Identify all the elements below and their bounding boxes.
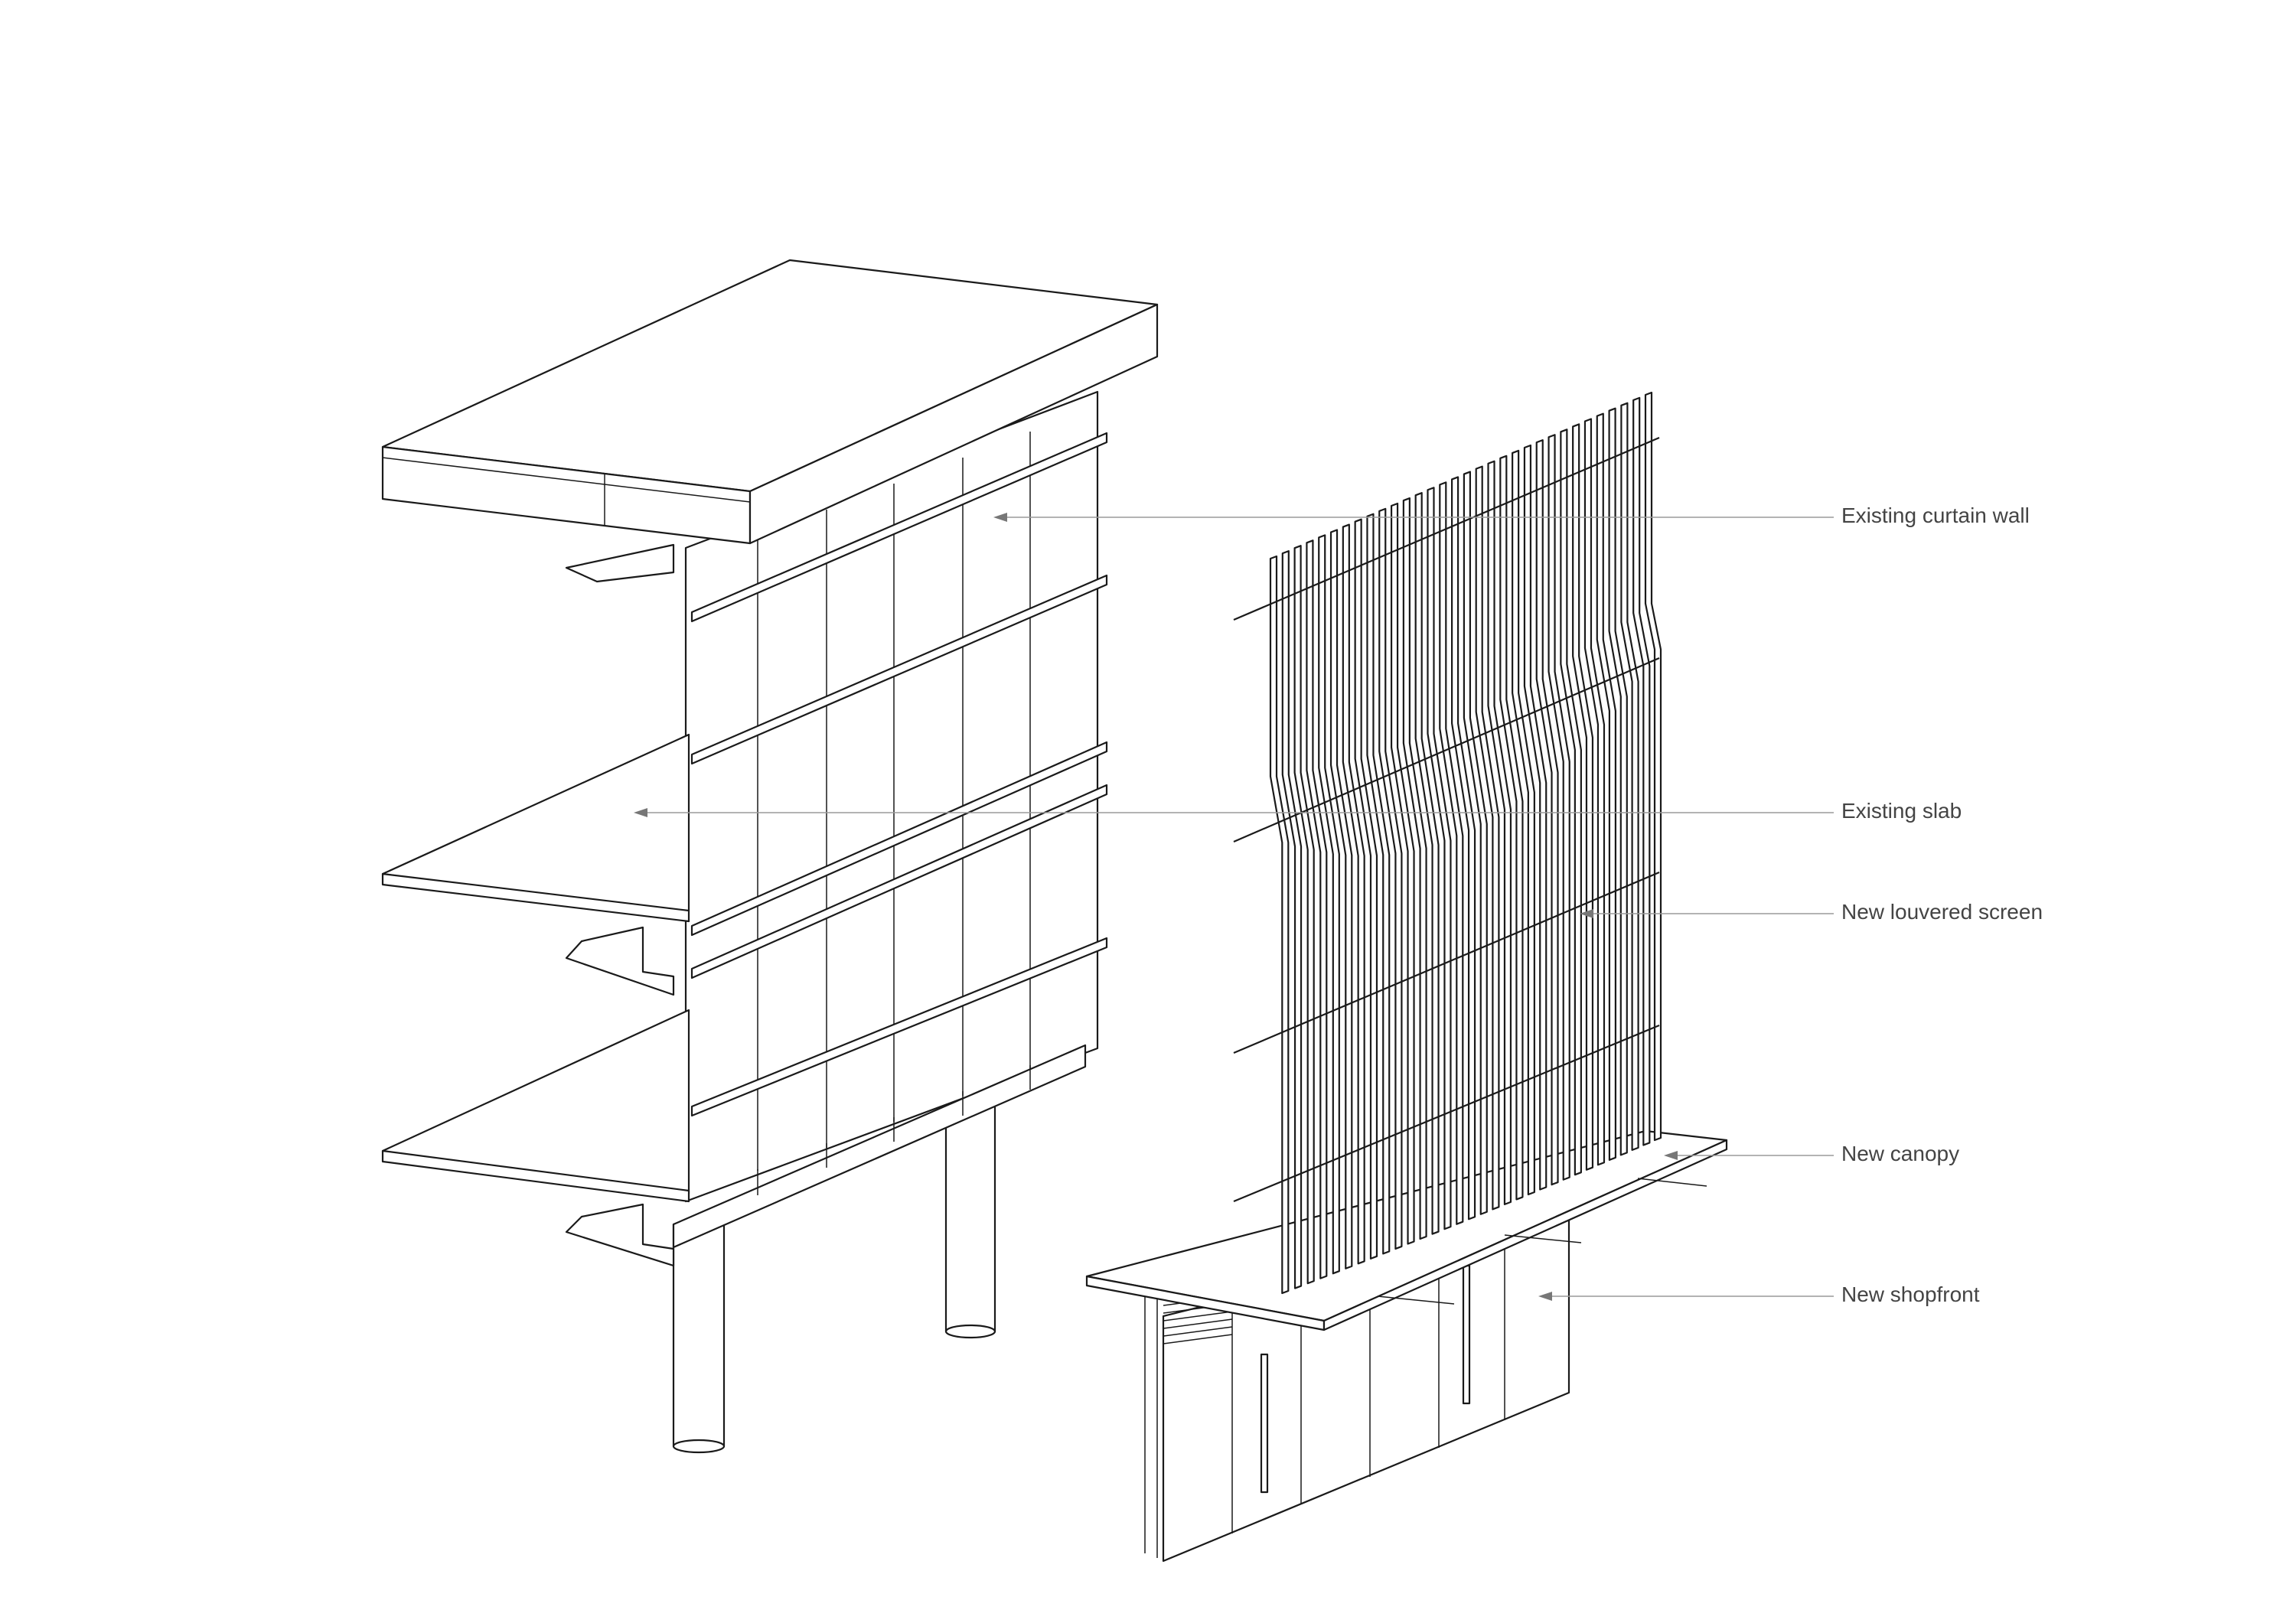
louver-fin (1427, 487, 1452, 1230)
louver-fin (1523, 444, 1548, 1191)
louver-fin (1366, 513, 1391, 1255)
label-existing-curtain-wall: Existing curtain wall (1841, 504, 2030, 527)
louver-fin (1390, 502, 1415, 1245)
existing-building (381, 259, 1159, 1454)
label-new-louvered-screen: New louvered screen (1841, 900, 2043, 924)
existing-floor-slab-upper (381, 733, 690, 996)
louver-fin (1354, 518, 1378, 1260)
louver-fin (1560, 429, 1582, 1176)
louver-fin (1535, 439, 1559, 1186)
louver-fin (1450, 476, 1476, 1221)
support-column-front (672, 1223, 726, 1454)
louver-fin (1306, 539, 1328, 1279)
bottom-ledge (672, 1044, 1087, 1249)
screen-rail-1 (1233, 436, 1660, 621)
new-louvered-screen (1233, 391, 1662, 1295)
screen-rail-2 (1233, 657, 1660, 843)
louver-fin (1475, 465, 1500, 1211)
curtain-wall-mullions (690, 432, 1108, 1117)
roof-slab (381, 259, 1159, 545)
existing-floor-slab-lower (381, 1009, 690, 1267)
label-new-canopy: New canopy (1841, 1142, 1960, 1165)
leader-curtain-wall (993, 513, 1834, 522)
louver-fin (1644, 391, 1662, 1142)
label-new-shopfront: New shopfront (1841, 1282, 1980, 1306)
louver-fin (1329, 529, 1353, 1269)
louver-fin (1620, 402, 1639, 1152)
leader-canopy (1664, 1151, 1834, 1160)
louver-fin (1269, 555, 1290, 1295)
louver-fin (1281, 549, 1303, 1289)
roof-beam (565, 543, 675, 583)
louver-fin (1548, 434, 1570, 1181)
louver-fin (1463, 471, 1488, 1215)
louver-fin (1378, 507, 1403, 1250)
leader-shopfront (1538, 1292, 1834, 1301)
support-column-back (944, 1100, 996, 1339)
louver-fin (1632, 396, 1651, 1146)
screen-rail-3 (1233, 871, 1660, 1054)
leader-slab (634, 808, 1834, 817)
louver-fin (1512, 449, 1535, 1196)
louver-fin (1596, 412, 1617, 1161)
louver-fin (1293, 545, 1315, 1285)
screen-rail-4 (1233, 1024, 1660, 1203)
louver-fin (1572, 423, 1594, 1171)
louver-fin (1608, 407, 1628, 1156)
louver-fin (1499, 455, 1524, 1201)
louver-fin (1439, 481, 1464, 1225)
louver-fin (1583, 418, 1606, 1166)
annotation-leaders (634, 513, 1834, 1301)
label-existing-slab: Existing slab (1841, 799, 1962, 823)
louver-fin (1402, 497, 1427, 1240)
louver-fin (1487, 460, 1512, 1205)
louver-fin (1414, 492, 1440, 1235)
new-elements (1085, 391, 1728, 1563)
leader-louver (1580, 909, 1834, 918)
louver-fin (1318, 534, 1340, 1275)
